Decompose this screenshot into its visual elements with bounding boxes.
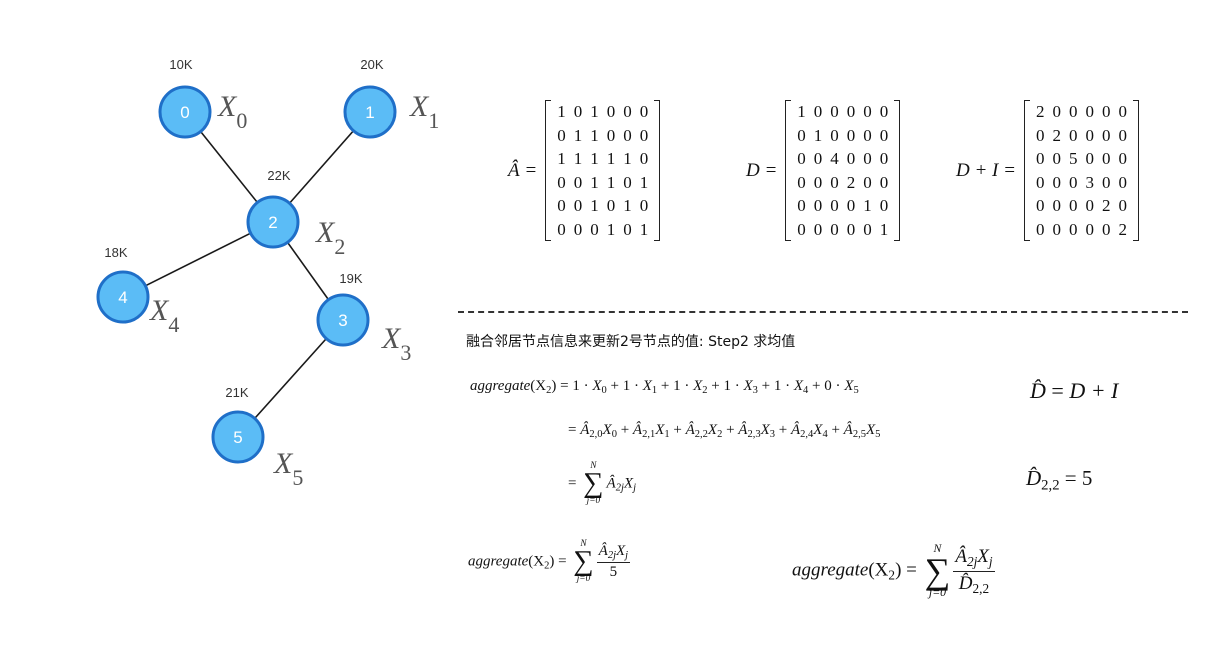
node-1 xyxy=(343,85,397,139)
node-weight-3: 19K xyxy=(339,271,362,286)
agg-arg: (X2) xyxy=(530,378,557,397)
node-3 xyxy=(316,293,370,347)
node-2 xyxy=(246,195,300,249)
node-feature-5: X5 xyxy=(273,447,303,490)
d-plus-i-label: D + I = xyxy=(956,159,1016,181)
node-weight-4: 18K xyxy=(104,245,127,260)
node-label-0: 0 xyxy=(180,103,189,122)
node-feature-0: X0 xyxy=(217,90,247,133)
node-weight-1: 20K xyxy=(360,57,383,72)
node-weight-2: 22K xyxy=(267,168,290,183)
node-label-1: 1 xyxy=(365,103,374,122)
graph-diagram: 0 10K X0 1 20K X1 2 22K X2 3 19K X3 4 18K X4 5 21K X5 xyxy=(96,57,439,490)
step-caption: 融合邻居节点信息来更新2号节点的值: Step2 求均值 xyxy=(466,334,796,350)
node-feature-3: X3 xyxy=(381,322,411,365)
node-label-4: 4 xyxy=(118,288,127,307)
d-hat-22-value: D̂2,2 = 5 xyxy=(1026,466,1093,494)
node-feature-1: X1 xyxy=(409,90,439,133)
aggregate-func: aggregate xyxy=(470,378,531,394)
node-label-5: 5 xyxy=(233,428,242,447)
sum-symbol: N∑j=0 xyxy=(583,461,604,506)
aggregate-line-1: aggregate(X2) = 1 · X0 + 1 · X1 + 1 · X2… xyxy=(470,378,859,397)
node-label-3: 3 xyxy=(338,311,347,330)
node-5 xyxy=(211,410,265,464)
edge-2-4 xyxy=(122,221,274,298)
node-feature-2: X2 xyxy=(315,216,345,259)
node-0 xyxy=(158,85,212,139)
d-hat-definition: D̂ = D + I xyxy=(1030,378,1119,403)
d-label: D = xyxy=(746,159,778,181)
node-weight-5: 21K xyxy=(225,385,248,400)
a-hat-label: Â = xyxy=(508,159,538,181)
line2-terms: Â2,0X0 + Â2,1X1 + Â2,2X2 + Â2,3X3 + Â2,4… xyxy=(580,422,881,441)
node-feature-4: X4 xyxy=(149,294,179,337)
node-weight-0: 10K xyxy=(169,57,192,72)
aggregate-line-2: = Â2,0X0 + Â2,1X1 + Â2,2X2 + Â2,3X3 + Â2… xyxy=(568,422,881,441)
node-label-2: 2 xyxy=(268,213,277,232)
dashed-divider xyxy=(458,311,1188,313)
line1-terms: 1 · X0 + 1 · X1 + 1 · X2 + 1 · X3 + 1 · … xyxy=(572,378,859,397)
node-4 xyxy=(96,270,150,324)
